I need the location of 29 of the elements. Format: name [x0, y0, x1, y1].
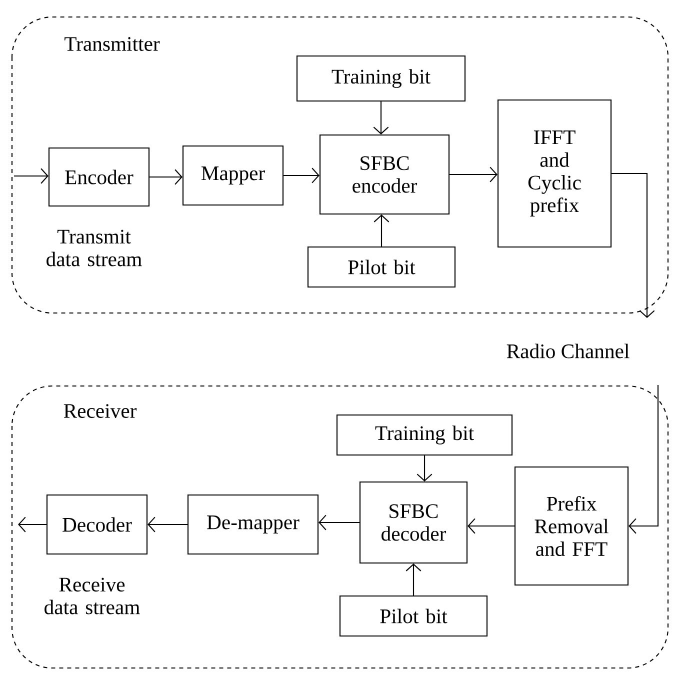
arrow — [284, 168, 320, 184]
process-box: De-mapper — [187, 494, 319, 555]
channel-label: Radio Channel — [506, 344, 630, 358]
process-box: Prefix Removal and FFT — [514, 466, 629, 586]
process-box: SFBC decoder — [359, 481, 468, 564]
node-label: Transmit data stream — [46, 230, 142, 266]
arrow — [318, 514, 360, 530]
arrow — [373, 102, 389, 134]
arrow — [14, 168, 48, 184]
arrow — [374, 214, 390, 246]
arrow — [18, 516, 46, 532]
arrow — [148, 516, 188, 532]
arrow — [406, 564, 422, 596]
process-box: Mapper — [182, 145, 284, 206]
node-label: Receive data stream — [44, 578, 140, 614]
process-box: Pilot bit — [307, 246, 456, 288]
process-box: Encoder — [48, 147, 150, 207]
process-box: Training bit — [296, 55, 466, 102]
process-box: Training bit — [336, 414, 513, 456]
process-box: IFFT and Cyclic prefix — [497, 99, 612, 248]
arrow — [468, 518, 514, 534]
process-box: SFBC encoder — [319, 134, 450, 215]
arrow — [612, 172, 655, 318]
arrow — [450, 166, 498, 182]
arrow — [150, 169, 182, 185]
process-box: Pilot bit — [339, 595, 488, 637]
process-box: Decoder — [46, 494, 148, 555]
arrow — [416, 456, 432, 482]
arrow — [628, 385, 659, 534]
